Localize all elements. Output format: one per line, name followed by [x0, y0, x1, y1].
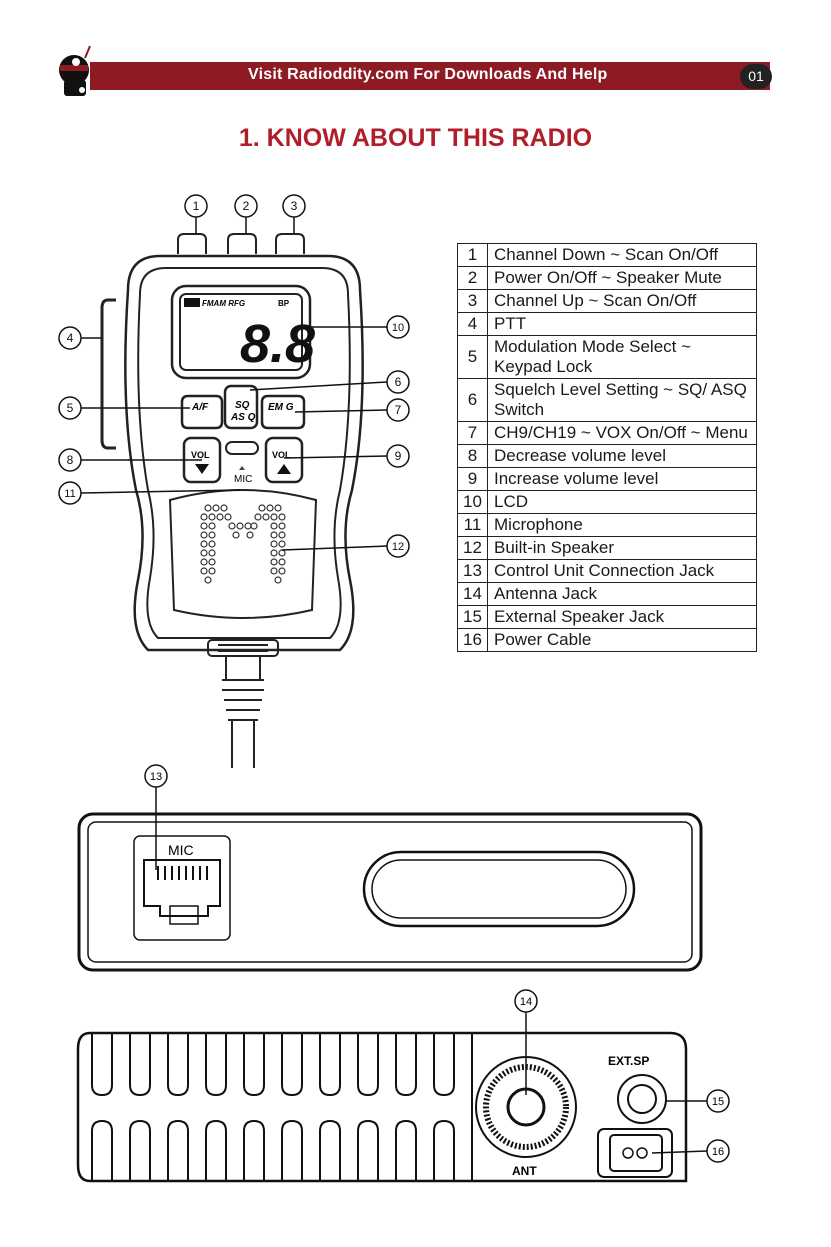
vol-up-label: VOL — [272, 450, 291, 460]
ext-sp-label: EXT.SP — [608, 1054, 649, 1068]
legend-number: 7 — [457, 421, 488, 445]
legend-number: 12 — [457, 536, 488, 560]
legend-description: Decrease volume level — [487, 444, 757, 468]
page-title: 1. KNOW ABOUT THIS RADIO — [238, 124, 593, 152]
mic-label: MIC — [234, 474, 252, 485]
callout-14: 14 — [520, 996, 532, 1008]
sq-button-label-1: SQ — [235, 400, 250, 411]
legend-description: PTT — [487, 312, 757, 336]
vol-down-label: VOL — [191, 450, 210, 460]
front-panel-diagram: 13 MIC — [77, 764, 703, 972]
callout-5: 5 — [67, 401, 74, 415]
lcd-mode-text: FMAM RFG — [202, 299, 245, 308]
header-banner — [90, 62, 770, 90]
legend-number: 8 — [457, 444, 488, 468]
legend-number: 1 — [457, 243, 488, 267]
legend-number: 4 — [457, 312, 488, 336]
legend-description: Channel Up ~ Scan On/Off — [487, 289, 757, 313]
legend-description: CH9/CH19 ~ VOX On/Off ~ Menu — [487, 421, 757, 445]
callout-13: 13 — [150, 771, 162, 783]
legend-number: 15 — [457, 605, 488, 629]
legend-description: LCD — [487, 490, 757, 514]
lcd-bp-text: BP — [278, 299, 290, 308]
callout-12: 12 — [392, 541, 404, 553]
callout-7: 7 — [395, 403, 402, 417]
legend-description: Control Unit Connection Jack — [487, 559, 757, 583]
legend-number: 16 — [457, 628, 488, 652]
callout-4: 4 — [67, 331, 74, 345]
rear-panel-diagram: ANT EXT.SP 14 15 16 — [76, 989, 730, 1183]
legend-number: 13 — [457, 559, 488, 583]
mic-jack-label: MIC — [168, 842, 194, 858]
callout-15: 15 — [712, 1096, 724, 1108]
callout-2: 2 — [243, 199, 250, 213]
legend-description: Built-in Speaker — [487, 536, 757, 560]
legend-description: Channel Down ~ Scan On/Off — [487, 243, 757, 267]
legend-description: Modulation Mode Select ~ Keypad Lock — [487, 335, 757, 379]
legend-description: Power On/Off ~ Speaker Mute — [487, 266, 757, 290]
legend-number: 14 — [457, 582, 488, 606]
radioddity-logo — [59, 45, 91, 96]
legend-number: 10 — [457, 490, 488, 514]
legend-description: Power Cable — [487, 628, 757, 652]
legend-description: External Speaker Jack — [487, 605, 757, 629]
callout-9: 9 — [395, 449, 402, 463]
callout-10: 10 — [392, 322, 404, 334]
legend-description: Antenna Jack — [487, 582, 757, 606]
callout-1: 1 — [193, 199, 200, 213]
ant-label: ANT — [512, 1164, 537, 1178]
microphone-diagram: FMAM RFG BP 8.8 A/F SQ AS Q EM G VOL VOL… — [58, 194, 410, 768]
header-banner-text: Visit Radioddity.com For Downloads And H… — [248, 66, 608, 83]
legend-number: 11 — [457, 513, 488, 537]
callout-8: 8 — [67, 453, 74, 467]
page-number: 01 — [740, 64, 772, 89]
legend-number: 2 — [457, 266, 488, 290]
sq-button-label-2: AS Q — [230, 412, 256, 423]
legend-description: Microphone — [487, 513, 757, 537]
emg-button-label: EM G — [268, 402, 294, 413]
af-button-label: A/F — [191, 402, 209, 413]
callout-16: 16 — [712, 1146, 724, 1158]
callout-11: 11 — [64, 488, 75, 500]
legend-number: 9 — [457, 467, 488, 491]
callout-6: 6 — [395, 375, 402, 389]
legend-number: 3 — [457, 289, 488, 313]
legend-description: Increase volume level — [487, 467, 757, 491]
legend-number: 6 — [457, 378, 488, 422]
legend-number: 5 — [457, 335, 488, 379]
lcd-digits: 8.8 — [240, 314, 315, 374]
legend-description: Squelch Level Setting ~ SQ/ ASQ Switch — [487, 378, 757, 422]
callout-3: 3 — [291, 199, 298, 213]
